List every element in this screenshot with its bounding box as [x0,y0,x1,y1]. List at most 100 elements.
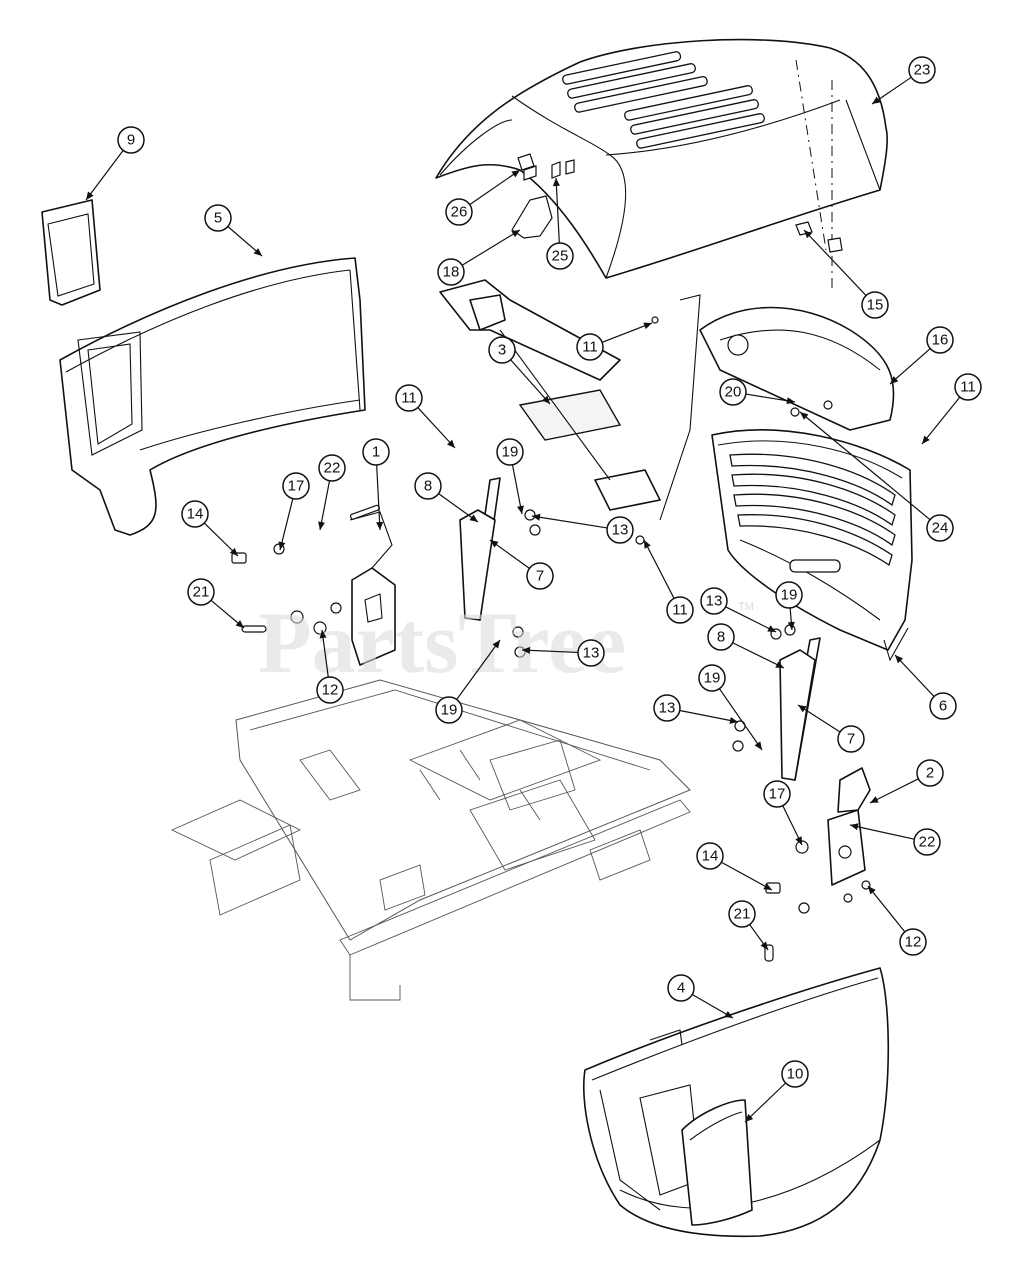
callout-leader [721,861,773,891]
callout-number: 17 [769,786,786,803]
callout-leader [489,539,530,569]
callout-circle [700,587,728,615]
callout-number: 21 [193,584,210,601]
callout-leader [867,885,906,933]
callout-circle [913,828,941,856]
callout-11: 11 [576,322,653,361]
callout-circle [414,472,442,500]
callout-circle [526,562,554,590]
callout-leader [869,778,919,804]
callout-number: 20 [725,384,742,401]
callout-number: 19 [502,444,519,461]
callout-number: 21 [734,906,751,923]
callout-arrowhead [278,541,286,550]
callout-arrowhead [872,96,881,104]
callout-arrowhead [745,1113,754,1122]
callout-23: 23 [871,56,936,105]
callout-arrowhead [643,322,652,330]
callout-number: 1 [372,444,380,461]
callout-number: 2 [926,765,934,782]
callout-arrowhead [760,941,768,950]
tractor-frame [170,679,691,1001]
callout-arrowhead [800,412,809,420]
callout-leader [679,709,739,723]
callout-arrowhead [511,170,520,178]
callout-number: 3 [498,342,506,359]
callout-arrowhead [552,178,560,187]
callout-arrowhead [787,621,795,630]
callout-leader [511,464,523,515]
callout-number: 5 [214,210,222,227]
callout-arrowhead [469,514,478,522]
callout-6: 6 [894,654,957,720]
callout-arrowhead [870,796,879,803]
callout-arrowhead [235,620,244,628]
callout-leader [889,348,931,385]
callout-22: 22 [318,454,346,531]
callout-leader [510,359,551,405]
callout-leader [521,649,579,654]
callout-leader [531,515,608,529]
callout-circle [899,928,927,956]
callout-number: 19 [704,670,721,687]
callout-circle [666,596,694,624]
callout-arrowhead [868,886,876,895]
callout-circle [395,384,423,412]
callout-25: 25 [546,177,574,270]
part-arm-left [459,477,501,621]
callout-number: 6 [939,698,947,715]
part-hood [435,38,888,290]
fasteners [231,316,871,962]
callout-number: 26 [451,204,468,221]
callout-arrowhead [724,1010,733,1018]
callout-circle [181,500,209,528]
callout-leader [725,606,777,633]
callout-circle [707,623,735,651]
callout-circle [362,438,390,466]
callout-arrowhead [754,741,762,750]
callout-18: 18 [437,229,521,286]
callout-number: 18 [443,264,460,281]
callout-26: 26 [445,169,521,226]
callout-leader [279,498,294,551]
watermark-text: PartsTree [258,595,626,692]
callout-arrowhead [542,395,550,404]
callout-circle [781,1060,809,1088]
callout-15: 15 [803,229,889,319]
callout-number: 11 [960,379,976,396]
callout-circle [187,578,215,606]
callout-number: 13 [612,522,629,539]
callout-circle [926,514,954,542]
callout-circle [926,326,954,354]
callout-leader [894,654,935,697]
callout-arrowhead [492,640,500,649]
callout-19: 19 [496,438,524,515]
callout-arrowhead [922,435,930,444]
callout-circle [929,692,957,720]
callout-leader [376,464,381,531]
callout-leader [803,229,867,296]
callout-arrowhead [229,547,238,556]
callout-2: 2 [869,759,944,804]
part-bracket-left [349,511,396,666]
callout-arrowhead [376,521,384,530]
callout-3: 3 [488,336,551,405]
callout-leader [319,480,331,531]
callout-leader [732,642,785,669]
callout-circle [696,842,724,870]
callout-leader [555,177,560,244]
callout-14: 14 [696,842,773,891]
callout-number: 14 [702,848,719,865]
callout-arrowhead [517,505,524,514]
callout-7: 7 [797,704,865,753]
callout-13: 13 [653,694,739,724]
callout-arrowhead [490,540,499,548]
callout-number: 4 [677,980,685,997]
callout-number: 8 [717,629,725,646]
callout-20: 20 [719,378,796,406]
callout-number: 22 [324,460,341,477]
callout-arrowhead [511,230,520,238]
watermark-trademark: TM [738,601,754,613]
